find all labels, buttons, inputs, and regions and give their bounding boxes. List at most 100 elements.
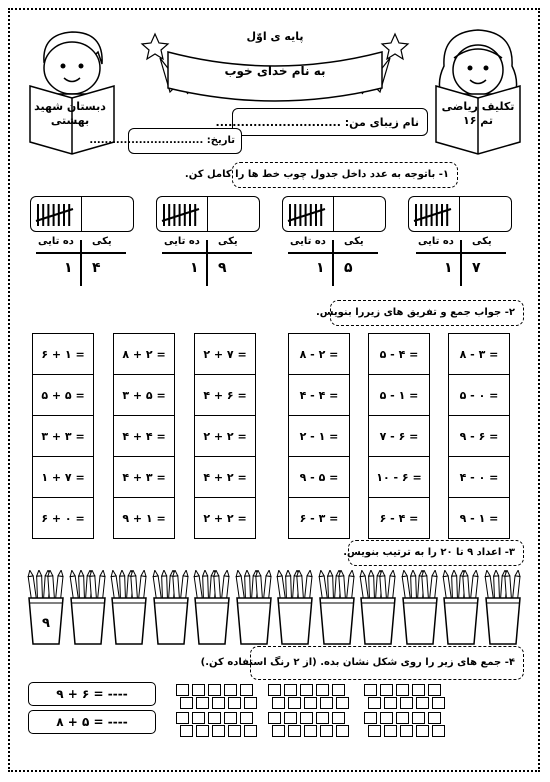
cube-block[interactable] (288, 725, 301, 737)
tally-answer-box[interactable] (460, 196, 512, 232)
equation-cell[interactable]: ۹ - ۵ = (289, 457, 349, 498)
cube-block[interactable] (244, 725, 257, 737)
cube-block[interactable] (196, 725, 209, 737)
cube-block[interactable] (416, 697, 429, 709)
cube-block[interactable] (332, 684, 345, 696)
cube-block[interactable] (380, 712, 393, 724)
cube-block[interactable] (364, 712, 377, 724)
cup-answer-slot[interactable] (282, 606, 308, 636)
cube-block[interactable] (432, 697, 445, 709)
equation-cell[interactable]: ۴ + ۳ = (114, 457, 174, 498)
tally-answer-box[interactable] (334, 196, 386, 232)
cube-block[interactable] (180, 697, 193, 709)
cube-block[interactable] (284, 712, 297, 724)
equation-cell[interactable]: ۹ - ۱ = (459, 511, 499, 525)
equation-cell[interactable]: ۴ + ۶ = (195, 375, 255, 416)
cube-block[interactable] (316, 684, 329, 696)
cube-block[interactable] (336, 697, 349, 709)
cube-block[interactable] (192, 712, 205, 724)
cube-block[interactable] (380, 684, 393, 696)
cube-block[interactable] (268, 712, 281, 724)
tally-answer-box[interactable] (82, 196, 134, 232)
tally-answer-box[interactable] (30, 196, 82, 232)
cube-block[interactable] (320, 725, 333, 737)
cube-block[interactable] (196, 697, 209, 709)
tally-answer-box[interactable] (408, 196, 460, 232)
equation-cell[interactable]: ۵ - ۰ = (449, 375, 509, 416)
equation-cell[interactable]: ۴ - ۴ = (289, 375, 349, 416)
equation-cell[interactable]: ۳ + ۵ = (114, 375, 174, 416)
cube-block[interactable] (304, 697, 317, 709)
cup-answer-slot[interactable] (241, 606, 267, 636)
equation-cell[interactable]: ۶ + ۱ = (33, 334, 93, 375)
cube-block[interactable] (228, 725, 241, 737)
equation-cell[interactable]: ۷ - ۶ = (369, 416, 429, 457)
equation-cell[interactable]: ۱۰ - ۶ = (369, 457, 429, 498)
cup-answer-slot[interactable] (407, 606, 433, 636)
cube-block[interactable] (320, 697, 333, 709)
cube-block[interactable] (212, 697, 225, 709)
cube-block[interactable] (272, 725, 285, 737)
equation-cell[interactable]: ۵ + ۵ = (33, 375, 93, 416)
equation-cell[interactable]: ۴ + ۴ = (114, 416, 174, 457)
cube-block[interactable] (428, 712, 441, 724)
cube-block[interactable] (224, 712, 237, 724)
equation-cell[interactable]: ۹ - ۶ = (449, 416, 509, 457)
equation-cell[interactable]: ۸ - ۲ = (289, 334, 349, 375)
equation-cell[interactable]: ۶ + ۰ = (41, 511, 85, 525)
cube-block[interactable] (368, 697, 381, 709)
cube-block[interactable] (400, 725, 413, 737)
cube-block[interactable] (288, 697, 301, 709)
cube-block[interactable] (212, 725, 225, 737)
cube-block[interactable] (416, 725, 429, 737)
cube-block[interactable] (284, 684, 297, 696)
cube-block[interactable] (364, 684, 377, 696)
tally-answer-box[interactable] (282, 196, 334, 232)
cube-block[interactable] (176, 684, 189, 696)
cube-block[interactable] (240, 684, 253, 696)
cube-block[interactable] (244, 697, 257, 709)
cube-block[interactable] (316, 712, 329, 724)
equation-cell[interactable]: ۲ + ۲ = (203, 511, 247, 525)
cube-block[interactable] (412, 684, 425, 696)
cube-block[interactable] (208, 684, 221, 696)
cup-answer-slot[interactable] (199, 606, 225, 636)
cube-block[interactable] (400, 697, 413, 709)
cup-answer-slot[interactable] (448, 606, 474, 636)
equation-cell[interactable]: ۶ - ۳ = (299, 511, 339, 525)
cup-answer-slot[interactable] (116, 606, 142, 636)
equation-cell[interactable]: ۵ - ۴ = (369, 334, 429, 375)
cube-block[interactable] (384, 725, 397, 737)
cube-block[interactable] (332, 712, 345, 724)
cup-answer-slot[interactable] (365, 606, 391, 636)
equation-cell[interactable]: ۲ + ۲ = (195, 416, 255, 457)
cube-block[interactable] (396, 684, 409, 696)
cube-block[interactable] (304, 725, 317, 737)
equation-cell[interactable]: ۵ - ۱ = (369, 375, 429, 416)
cube-block[interactable] (300, 684, 313, 696)
cube-block[interactable] (208, 712, 221, 724)
cube-block[interactable] (412, 712, 425, 724)
cup-answer-slot[interactable] (158, 606, 184, 636)
cube-block[interactable] (428, 684, 441, 696)
cube-block[interactable] (224, 684, 237, 696)
cube-block[interactable] (384, 697, 397, 709)
cup-answer-slot[interactable] (490, 606, 516, 636)
cube-block[interactable] (240, 712, 253, 724)
cube-block[interactable] (180, 725, 193, 737)
cube-block[interactable] (368, 725, 381, 737)
equation-cell[interactable]: ۲ - ۱ = (289, 416, 349, 457)
equation-cell[interactable]: ۹ + ۱ = (122, 511, 166, 525)
cube-block[interactable] (396, 712, 409, 724)
cube-block[interactable] (268, 684, 281, 696)
tally-answer-box[interactable] (208, 196, 260, 232)
tally-answer-box[interactable] (156, 196, 208, 232)
equation-cell[interactable]: ۲ + ۷ = (195, 334, 255, 375)
equation-cell[interactable]: ۴ - ۰ = (449, 457, 509, 498)
cup-answer-slot[interactable] (324, 606, 350, 636)
cube-block[interactable] (176, 712, 189, 724)
equation-cell[interactable]: ۴ + ۲ = (195, 457, 255, 498)
cup-answer-slot[interactable] (75, 606, 101, 636)
cube-block[interactable] (228, 697, 241, 709)
equation-cell[interactable]: ۸ + ۲ = (114, 334, 174, 375)
